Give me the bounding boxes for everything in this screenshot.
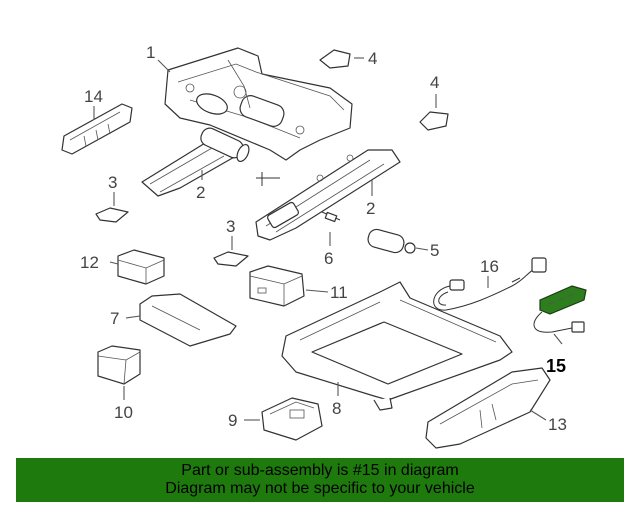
part-2-track-lower[interactable] [255, 149, 401, 241]
parts-diagram: 1 4 4 14 3 2 2 3 6 5 12 16 11 7 15 8 10 … [61, 43, 587, 449]
fitment-notice-banner: Part or sub-assembly is #15 in diagram D… [16, 458, 624, 502]
callout-12: 12 [80, 253, 99, 272]
callout-7: 7 [110, 309, 119, 328]
callout-10: 10 [114, 403, 133, 422]
part-7-cover-plate[interactable] [139, 293, 237, 347]
callout-3-upper: 3 [108, 173, 117, 192]
callout-lines [93, 57, 563, 421]
banner-line-part-number: Part or sub-assembly is #15 in diagram [181, 462, 459, 479]
callout-numbers: 1 4 4 14 3 2 2 3 6 5 12 16 11 7 15 8 10 … [80, 43, 567, 434]
callout-11: 11 [330, 283, 348, 302]
callout-13: 13 [548, 415, 567, 434]
part-4-clip-upper[interactable] [319, 49, 351, 69]
part-15-seat-switch[interactable] [533, 285, 587, 333]
callout-3-lower: 3 [226, 217, 235, 236]
part-3-pad-upper[interactable] [95, 207, 129, 223]
banner-line-disclaimer: Diagram may not be specific to your vehi… [165, 480, 475, 497]
callout-15: 15 [546, 356, 566, 376]
callout-2-upper: 2 [196, 183, 205, 202]
callout-6: 6 [324, 249, 333, 268]
part-10-connector-block[interactable] [97, 345, 141, 385]
callout-4-lower: 4 [430, 73, 439, 92]
part-9-module[interactable] [261, 397, 323, 441]
callout-8: 8 [332, 399, 341, 418]
callout-14: 14 [84, 87, 103, 106]
part-3-pad-lower[interactable] [213, 251, 249, 267]
part-13-side-shield[interactable] [425, 367, 551, 449]
callout-1: 1 [146, 43, 155, 62]
callout-16: 16 [480, 257, 499, 276]
part-6-bolt[interactable] [321, 211, 341, 223]
callout-4-upper: 4 [368, 49, 377, 68]
callout-2-lower: 2 [366, 199, 375, 218]
part-5-motor[interactable] [366, 228, 416, 255]
callout-5: 5 [430, 241, 439, 260]
part-2-track-upper[interactable] [141, 126, 251, 197]
part-14-trim-cover[interactable] [61, 103, 133, 155]
part-4-clip-lower[interactable] [419, 111, 449, 131]
part-12-box[interactable] [117, 249, 165, 285]
part-11-control-unit[interactable] [249, 265, 305, 307]
part-8-base-frame[interactable] [281, 281, 513, 411]
callout-9: 9 [228, 411, 237, 430]
part-1-seat-frame[interactable] [164, 47, 353, 161]
part-16-wiring-harness[interactable] [433, 257, 547, 311]
